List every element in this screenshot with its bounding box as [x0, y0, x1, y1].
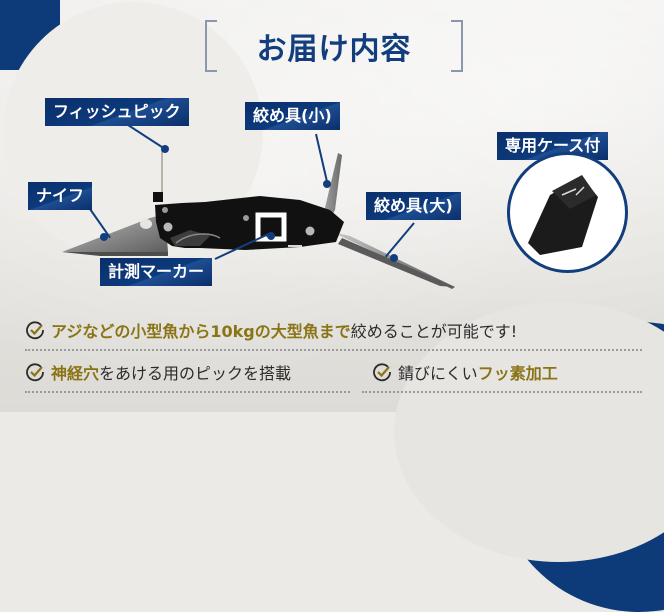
knife-blade-icon [62, 214, 168, 256]
case-photo-frame [507, 152, 628, 273]
small-shime-tool-icon [324, 153, 342, 228]
divider-dotted-3 [362, 391, 642, 393]
label-knife: ナイフ [28, 182, 93, 210]
case-pouch-icon [528, 175, 598, 255]
label-measure-marker: 計測マーカー [100, 258, 213, 286]
feature-1-highlight: アジなどの小型魚から10kgの大型魚まで [51, 322, 351, 341]
check-circle-icon [373, 363, 391, 382]
feature-item-1: アジなどの小型魚から10kgの大型魚まで 絞めることが可能です! [25, 318, 517, 342]
bracket-right [451, 20, 463, 72]
bracket-left [205, 20, 217, 72]
title-block: お届け内容 [205, 20, 463, 72]
knife-handle-icon [155, 196, 344, 250]
leader-dot-fish-pick [161, 145, 169, 153]
feature-1-text: 絞めることが可能です! [350, 322, 518, 341]
feature-item-2: 神経穴 をあける用のピックを搭載 [25, 360, 291, 384]
page-title: お届け内容 [256, 32, 412, 67]
feature-2-text: をあける用のピックを搭載 [99, 364, 292, 383]
divider-dotted-1 [25, 349, 642, 351]
leader-dot-knife [100, 233, 108, 241]
label-shime-small: 絞め具(小) [245, 102, 340, 130]
check-circle-icon [26, 363, 44, 382]
feature-2-highlight: 神経穴 [51, 364, 100, 383]
label-shime-large: 絞め具(大) [366, 192, 461, 220]
feature-item-3: 錆びにくい フッ素加工 [372, 360, 558, 384]
label-case: 専用ケース付 [497, 132, 609, 160]
label-fish-pick: フィッシュピック [45, 98, 189, 126]
fish-pick-icon [153, 150, 163, 202]
leader-dot-measure-marker [267, 232, 275, 240]
feature-3-highlight: フッ素加工 [477, 364, 558, 383]
feature-3-text: 錆びにくい [398, 364, 478, 383]
leader-dot-shime-small [323, 180, 331, 188]
divider-dotted-2 [25, 391, 350, 393]
check-circle-icon [26, 321, 44, 340]
leader-dot-shime-large [390, 254, 398, 262]
